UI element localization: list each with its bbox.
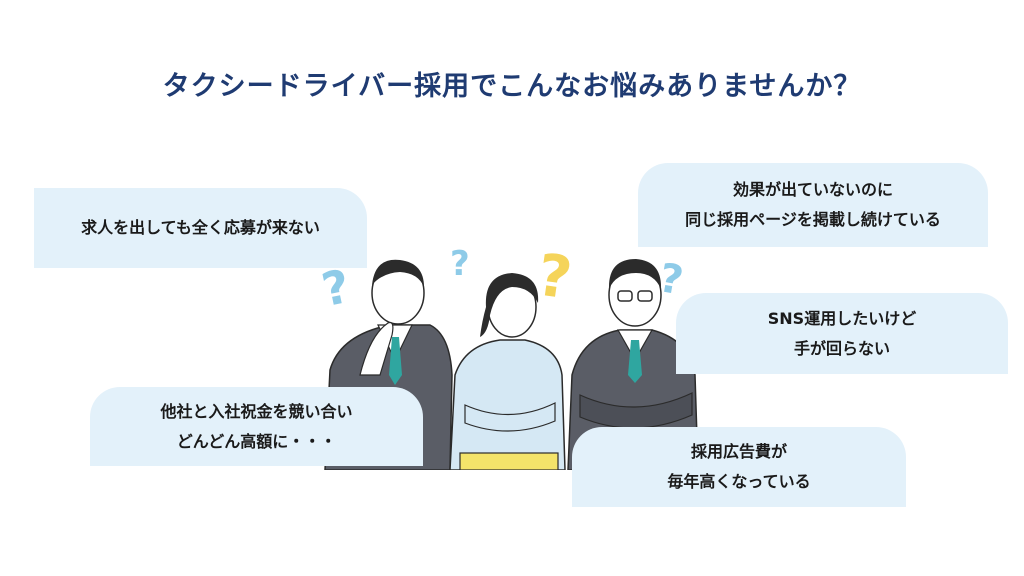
bubble-line: どんどん高額に・・・ [176, 431, 337, 451]
bubble-line: 採用広告費が [690, 442, 787, 461]
concern-bubble-sns: SNS運用したいけど 手が回らない [676, 293, 1008, 374]
woman-middle-figure [449, 273, 566, 470]
bubble-line: 同じ採用ページを掲載し続けている [685, 210, 941, 229]
concern-bubble-signing-bonus: 他社と入社祝金を競い合い どんどん高額に・・・ [90, 387, 423, 466]
bubble-line: 効果が出ていないのに [732, 180, 893, 199]
question-mark-small: ? [450, 244, 470, 284]
bubble-line: 求人を出しても全く応募が来ない [81, 218, 320, 237]
concern-bubble-no-applicants: 求人を出しても全く応募が来ない [34, 188, 367, 268]
concern-bubble-ad-costs: 採用広告費が 毎年高くなっている [572, 427, 906, 507]
concern-bubble-ineffective-page: 効果が出ていないのに 同じ採用ページを掲載し続けている [638, 163, 988, 247]
bubble-line: SNS運用したいけど [767, 308, 917, 328]
worried-people-illustration: ? ? ? ? [317, 241, 699, 470]
question-mark-yellow: ? [533, 241, 576, 313]
bubble-line: 手が回らない [793, 338, 890, 358]
bubble-line: 他社と入社祝金を競い合い [160, 401, 353, 421]
bubble-line: 毎年高くなっている [667, 472, 811, 491]
page-title: タクシードライバー採用でこんなお悩みありませんか？ [162, 71, 862, 102]
